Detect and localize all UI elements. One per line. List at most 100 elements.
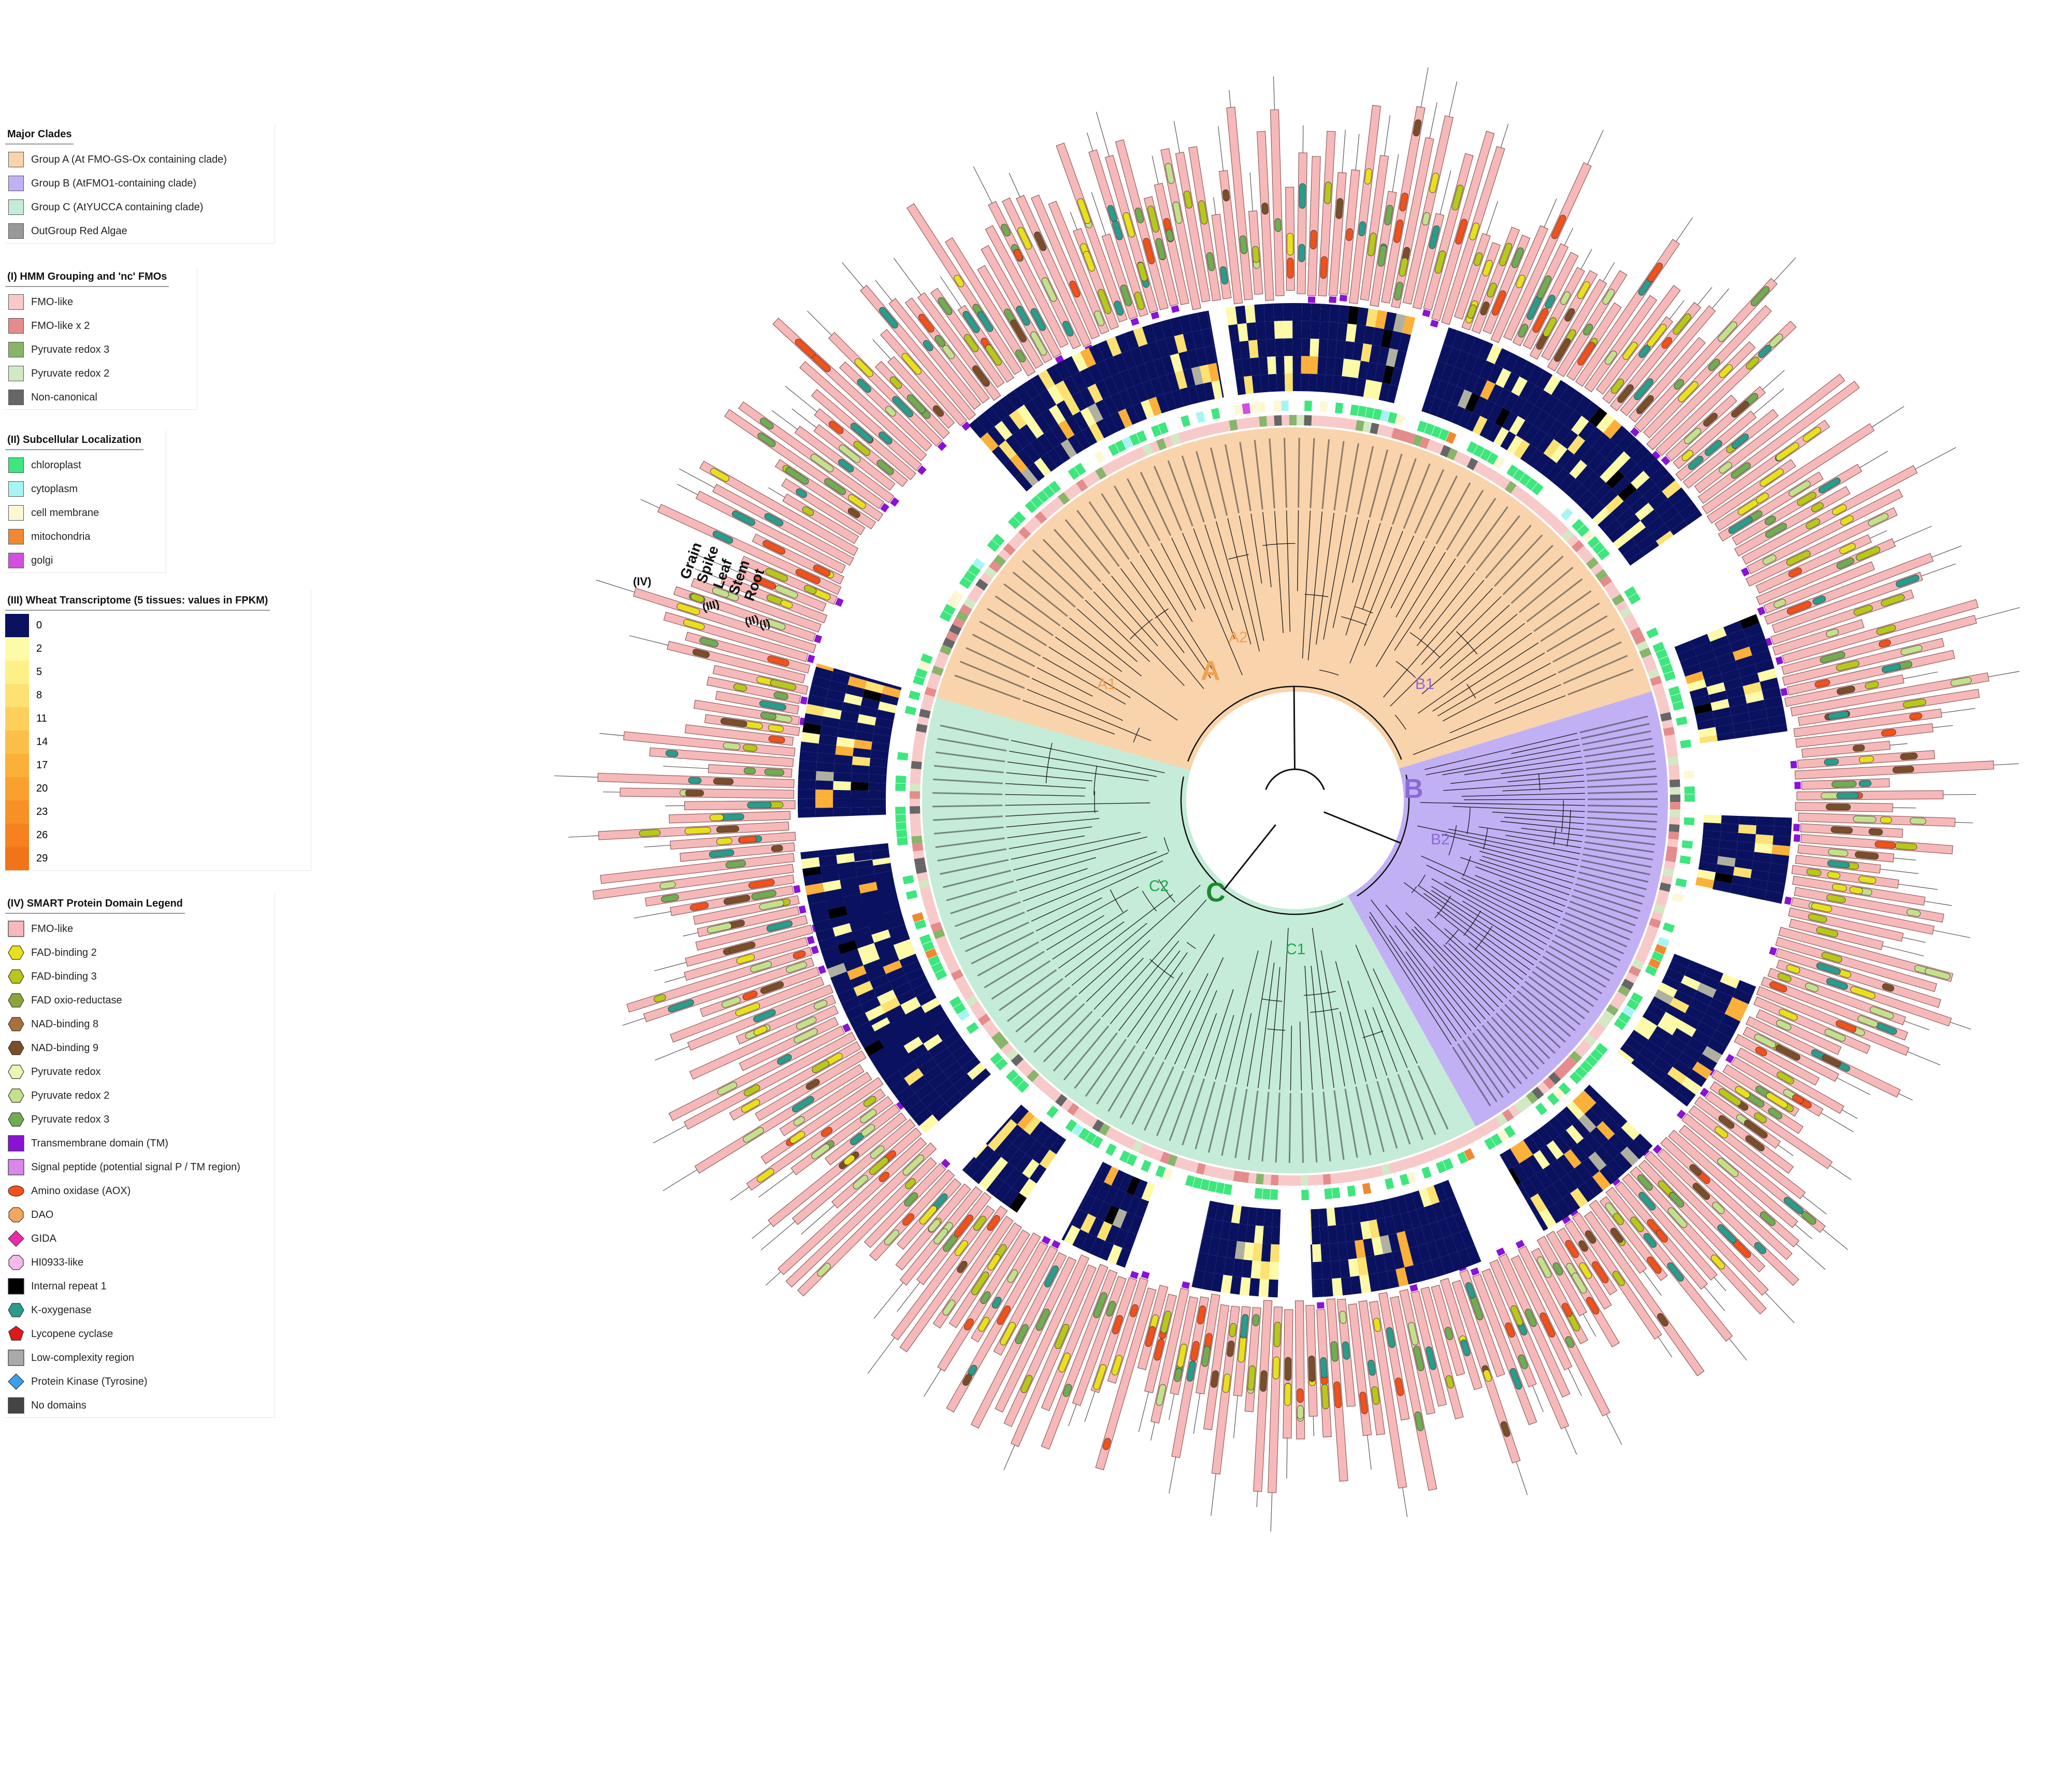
smart-domain-icon [8,1303,24,1317]
fmo-like-domain [1318,131,1336,297]
fmo-like-domain [906,203,1022,375]
protein-domain [1483,260,1493,277]
domain-bar [1775,937,1937,992]
protein-domain [1287,257,1294,279]
fpkm-item: 17 [5,754,311,777]
transmembrane-domain [1329,296,1337,304]
protein-tail [872,339,891,360]
domain-bar [1790,750,1935,769]
domain-bar [1285,186,1295,291]
protein-domain [1853,605,1873,616]
heatmap-cell [868,807,886,815]
smart-domain-label: Amino oxidase (AOX) [31,1185,131,1197]
domain-bar [1483,235,1531,335]
protein-domain [1831,826,1853,834]
heatmap-cell [1773,826,1792,837]
protein-domain [765,568,788,582]
fmo-like-domain [1772,619,1865,656]
fpkm-item: 29 [5,847,311,870]
protein-domain [839,444,861,463]
transmembrane-domain [1793,834,1801,842]
localization-label: chloroplast [31,459,81,471]
protein-domain [1298,244,1305,262]
fmo-like-domain [1056,142,1128,323]
protein-tail [1669,300,1685,320]
protein-domain [1545,295,1556,309]
protein-domain [1602,289,1615,305]
protein-domain [1093,1364,1106,1390]
hmm-ring-cell [1240,1171,1249,1183]
localization-ring-cell [1684,817,1695,826]
smart-domain-item: Protein Kinase (Tyrosine) [5,1370,275,1394]
protein-tail [1841,1109,1858,1119]
protein-domain [1638,1191,1656,1211]
protein-tail [1643,1271,1662,1296]
heatmap-cell [833,798,851,808]
subclade-c2: C2 [1149,878,1169,895]
heatmap-cell [1301,356,1310,374]
heatmap-cell [1284,374,1293,392]
protein-domain [1681,450,1693,461]
protein-domain [785,467,809,485]
domain-bar [690,578,822,633]
transmembrane-domain [1409,1284,1418,1292]
protein-tail [1753,388,1785,414]
protein-domain [1184,190,1192,209]
hmm-group-item: Pyruvate redox 3 [5,338,197,362]
protein-domain [889,376,902,389]
hmm-ring-cell [912,842,924,852]
heatmap-cell [1272,1209,1281,1227]
domain-bar [1784,671,1938,707]
protein-domain [1469,223,1479,240]
protein-domain [1509,1368,1522,1390]
protein-domain [1516,275,1526,289]
domain-bar [1630,257,1796,437]
transmembrane-domain [937,441,947,451]
protein-tail [1273,76,1275,110]
smart-domain-item: FMO-like [5,917,275,941]
protein-tail [653,1125,686,1143]
protein-domain [1832,504,1847,515]
transmembrane-domain [835,597,844,607]
fmo-like-domain [1643,305,1772,439]
protein-domain [1335,198,1344,219]
domain-bar [1694,1096,1794,1174]
transmembrane-domain [1611,1176,1621,1186]
protein-domain [1637,395,1654,413]
protein-domain [1826,628,1839,638]
hmm-ring-cell [1282,415,1289,426]
protein-domain [1339,1311,1347,1324]
smart-domain-icon [8,1041,24,1055]
hmm-ring-cell [1248,1172,1257,1184]
heatmap-cell [1260,374,1270,393]
smart-domain-icon [8,1159,24,1175]
domain-bar [1682,409,1779,489]
heatmap-cell [1322,1279,1333,1297]
protein-domain [1320,1357,1328,1379]
protein-domain [1647,1256,1662,1274]
protein-domain [1789,480,1811,497]
domain-bar [1781,607,2020,675]
protein-domain [1287,233,1294,256]
protein-domain [1774,599,1786,608]
heatmap-cell [1312,1244,1322,1262]
hmm-group-item: FMO-like [5,290,197,314]
domain-bar [1422,153,1474,318]
protein-domain [1474,252,1483,266]
fmo-like-domain [880,329,967,426]
hmm-ring-cell [1263,1174,1272,1185]
domain-bar [724,409,884,522]
protein-domain [1647,263,1663,282]
fpkm-item: 14 [5,730,311,754]
protein-tail [1898,1093,1913,1101]
protein-domain [753,576,776,590]
protein-tail [1229,90,1231,108]
domain-bar [1188,146,1221,301]
heatmap-cell [1338,305,1350,324]
transmembrane-domain [798,905,807,914]
transmembrane-domain [1181,1281,1190,1289]
protein-domain [1578,1240,1588,1252]
protein-tail [1532,1385,1544,1412]
heatmap-cell [1310,338,1319,357]
localization-ring-cell [1094,451,1106,464]
